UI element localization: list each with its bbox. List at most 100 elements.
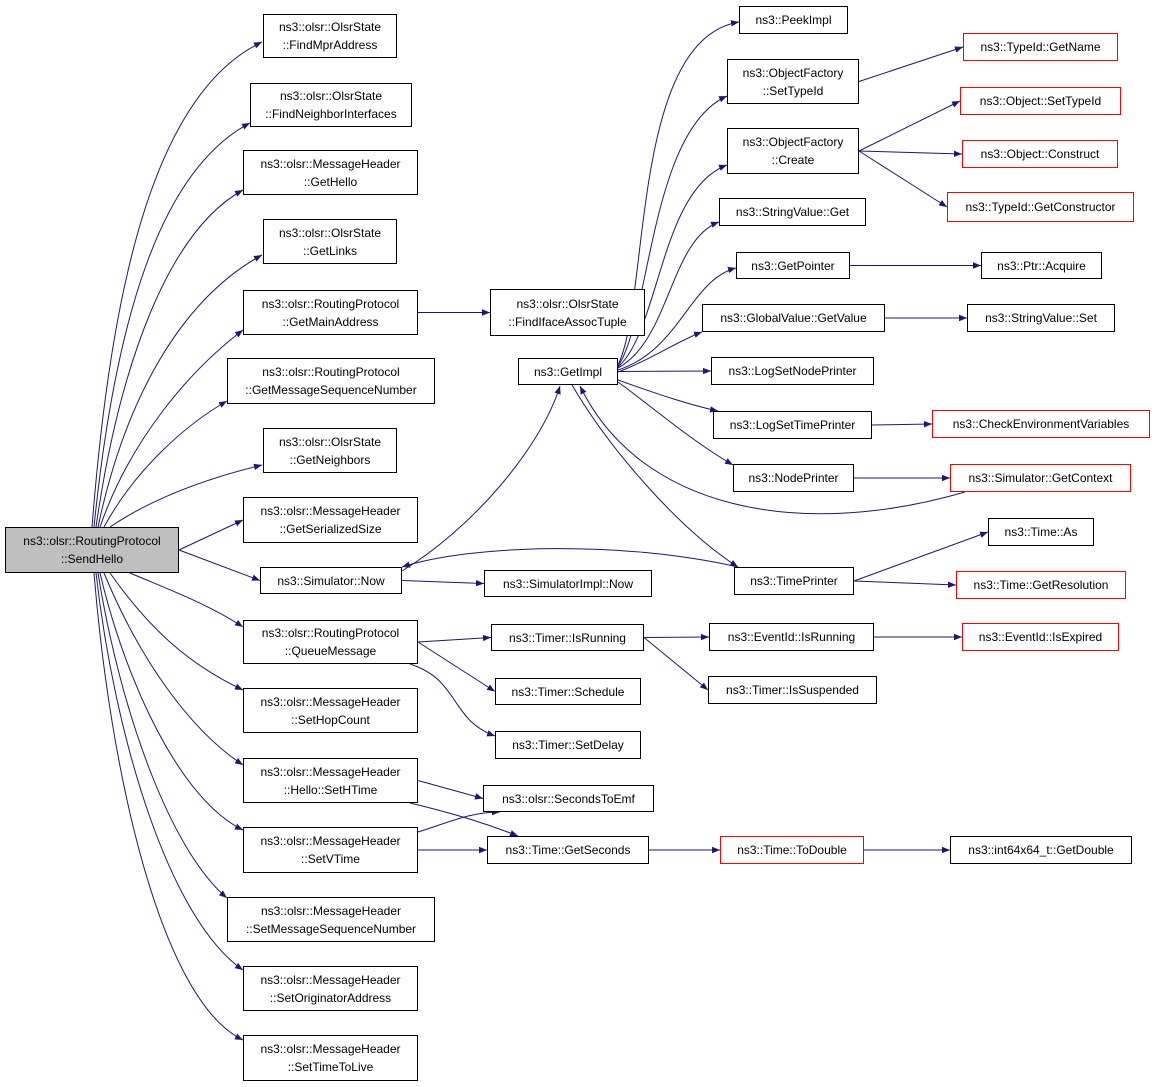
graph-node-queueMsg[interactable]: ns3::olsr::RoutingProtocol::QueueMessage bbox=[243, 620, 418, 664]
graph-node-checkEnv[interactable]: ns3::CheckEnvironmentVariables bbox=[932, 410, 1150, 438]
node-label-line: ns3::olsr::MessageHeader bbox=[260, 504, 401, 518]
graph-node-setTTL[interactable]: ns3::olsr::MessageHeader::SetTimeToLive bbox=[243, 1035, 418, 1081]
graph-node-logNodePrinter[interactable]: ns3::LogSetNodePrinter bbox=[711, 357, 874, 385]
graph-node-peekImpl[interactable]: ns3::PeekImpl bbox=[739, 6, 848, 34]
node-label-line: ns3::olsr::OlsrState bbox=[278, 20, 382, 34]
graph-node-ofCreate[interactable]: ns3::ObjectFactory::Create bbox=[727, 128, 859, 174]
graph-node-gvGetValue[interactable]: ns3::GlobalValue::GetValue bbox=[702, 304, 885, 332]
node-label-line: ns3::Object::Construct bbox=[980, 147, 1100, 161]
graph-node-getLinks[interactable]: ns3::olsr::OlsrState::GetLinks bbox=[263, 219, 397, 264]
edge-queueMsg-to-timerSetDelay bbox=[409, 663, 496, 737]
node-label-line: ns3::Time::GetResolution bbox=[973, 578, 1109, 592]
node-label-line: ::GetSerializedSize bbox=[279, 522, 382, 536]
graph-node-timerIsRunning[interactable]: ns3::Timer::IsRunning bbox=[491, 624, 644, 651]
edge-logTimePrinter-to-checkEnv bbox=[871, 420, 933, 428]
graph-node-secToEmf[interactable]: ns3::olsr::SecondsToEmf bbox=[483, 785, 654, 812]
edge-simGetContext-to-getImpl bbox=[579, 385, 966, 515]
graph-node-getNeighbors[interactable]: ns3::olsr::OlsrState::GetNeighbors bbox=[263, 428, 397, 473]
graph-node-eventIsRunning[interactable]: ns3::EventId::IsRunning bbox=[709, 623, 874, 651]
node-label-line: ::FindIfaceAssocTuple bbox=[508, 314, 627, 329]
node-label-line: ns3::Timer::IsSuspended bbox=[726, 683, 859, 697]
graph-node-simGetContext[interactable]: ns3::Simulator::GetContext bbox=[950, 464, 1131, 492]
graph-node-timerIsSuspended[interactable]: ns3::Timer::IsSuspended bbox=[708, 676, 877, 704]
node-label-line: ns3::EventId::IsRunning bbox=[727, 630, 856, 644]
node-label-line: ns3::CheckEnvironmentVariables bbox=[952, 417, 1130, 431]
node-label-line: ::SetHopCount bbox=[291, 712, 370, 727]
node-label-line: ::FindMprAddress bbox=[282, 38, 378, 52]
node-label-line: ns3::StringValue::Get bbox=[735, 205, 850, 219]
node-label-line: ns3::TypeId::GetConstructor bbox=[965, 200, 1116, 214]
edge-root-to-getHello bbox=[95, 189, 244, 528]
edge-getImpl-to-gvGetValue bbox=[617, 331, 703, 373]
edge-setHTime-to-secToEmf bbox=[417, 780, 484, 800]
graph-node-timeAs[interactable]: ns3::Time::As bbox=[988, 518, 1094, 546]
graph-node-setVTime[interactable]: ns3::olsr::MessageHeader::SetVTime bbox=[243, 827, 418, 873]
graph-node-setHop[interactable]: ns3::olsr::MessageHeader::SetHopCount bbox=[243, 688, 418, 733]
edge-root-to-setMsgSeq bbox=[97, 572, 228, 899]
node-label-line: ::Create bbox=[771, 153, 815, 167]
graph-node-getPointer[interactable]: ns3::GetPointer bbox=[736, 252, 850, 279]
edge-root-to-getMainAddr bbox=[99, 329, 244, 528]
graph-node-setOrig[interactable]: ns3::olsr::MessageHeader::SetOriginatorA… bbox=[243, 966, 418, 1011]
edge-getImpl-to-logNodePrinter bbox=[617, 367, 712, 375]
node-label-line: ns3::Timer::IsRunning bbox=[509, 630, 626, 645]
graph-node-timerSetDelay[interactable]: ns3::Timer::SetDelay bbox=[495, 731, 641, 759]
graph-node-svGet[interactable]: ns3::StringValue::Get bbox=[719, 198, 866, 226]
node-label-line: ::GetMainAddress bbox=[282, 314, 379, 329]
graph-node-timeGetSec[interactable]: ns3::Time::GetSeconds bbox=[487, 836, 649, 864]
graph-node-typeIdGetCtor[interactable]: ns3::TypeId::GetConstructor bbox=[947, 192, 1134, 222]
node-label-line: ns3::Timer::Schedule bbox=[511, 684, 625, 699]
node-label-line: ::FindNeighborInterfaces bbox=[265, 107, 397, 121]
edge-timerIsRunning-to-eventIsRunning bbox=[643, 633, 710, 641]
graph-node-timerSchedule[interactable]: ns3::Timer::Schedule bbox=[495, 678, 641, 705]
graph-node-int64GetDouble[interactable]: ns3::int64x64_t::GetDouble bbox=[950, 836, 1132, 864]
node-label-line: ::SetTimeToLive bbox=[287, 1060, 374, 1074]
node-label-line: ns3::TypeId::GetName bbox=[980, 40, 1101, 54]
node-label-line: ns3::GetImpl bbox=[533, 364, 603, 379]
graph-node-simImplNow[interactable]: ns3::SimulatorImpl::Now bbox=[484, 570, 652, 597]
node-label-line: ns3::olsr::RoutingProtocol bbox=[262, 365, 400, 379]
node-label-line: ns3::Ptr::Acquire bbox=[997, 258, 1086, 273]
graph-node-timeGetRes[interactable]: ns3::Time::GetResolution bbox=[956, 571, 1126, 599]
node-label-line: ::Hello::SetHTime bbox=[283, 782, 378, 797]
edge-getImpl-to-timePrinter bbox=[571, 384, 739, 568]
graph-node-getSerSize[interactable]: ns3::olsr::MessageHeader::GetSerializedS… bbox=[243, 497, 418, 543]
node-label-line: ::SetMessageSequenceNumber bbox=[245, 921, 417, 936]
node-label-line: ::SendHello bbox=[60, 552, 124, 566]
edge-root-to-simNow bbox=[178, 549, 261, 581]
graph-node-timeToDouble[interactable]: ns3::Time::ToDouble bbox=[720, 836, 864, 864]
graph-node-getMainAddr[interactable]: ns3::olsr::RoutingProtocol::GetMainAddre… bbox=[243, 290, 418, 335]
graph-node-timePrinter[interactable]: ns3::TimePrinter bbox=[734, 567, 854, 595]
graph-node-root[interactable]: ns3::olsr::RoutingProtocol::SendHello bbox=[5, 527, 179, 573]
graph-node-nodePrinter[interactable]: ns3::NodePrinter bbox=[733, 464, 854, 492]
graph-node-objConstruct[interactable]: ns3::Object::Construct bbox=[962, 140, 1118, 168]
graph-node-eventIsExpired[interactable]: ns3::EventId::IsExpired bbox=[962, 623, 1119, 651]
graph-node-setMsgSeq[interactable]: ns3::olsr::MessageHeader::SetMessageSequ… bbox=[227, 897, 435, 942]
graph-node-svSet[interactable]: ns3::StringValue::Set bbox=[967, 304, 1115, 332]
graph-node-logTimePrinter[interactable]: ns3::LogSetTimePrinter bbox=[713, 411, 872, 439]
graph-node-getMsgSeq[interactable]: ns3::olsr::RoutingProtocol::GetMessageSe… bbox=[227, 358, 435, 404]
graph-node-findIface[interactable]: ns3::olsr::OlsrState::FindIfaceAssocTupl… bbox=[490, 289, 645, 336]
graph-node-setHTime[interactable]: ns3::olsr::MessageHeader::Hello::SetHTim… bbox=[243, 758, 418, 803]
edge-queueMsg-to-timerIsRunning bbox=[417, 634, 492, 643]
node-label-line: ns3::olsr::MessageHeader bbox=[260, 764, 401, 779]
graph-node-ptrAcquire[interactable]: ns3::Ptr::Acquire bbox=[981, 252, 1102, 279]
graph-node-getHello[interactable]: ns3::olsr::MessageHeader::GetHello bbox=[243, 150, 418, 195]
node-label-line: ns3::olsr::MessageHeader bbox=[260, 903, 402, 918]
graph-node-getImpl[interactable]: ns3::GetImpl bbox=[518, 358, 618, 385]
edge-ofCreate-to-typeIdGetCtor bbox=[858, 150, 948, 208]
node-label-line: ns3::Simulator::GetContext bbox=[968, 471, 1113, 485]
node-label-line: ns3::olsr::OlsrState bbox=[278, 434, 382, 449]
edge-root-to-setTTL bbox=[93, 572, 244, 1041]
graph-node-findNeighIf[interactable]: ns3::olsr::OlsrState::FindNeighborInterf… bbox=[250, 83, 412, 127]
edge-getImpl-to-ofSetTypeId bbox=[617, 95, 728, 367]
node-label-line: ns3::NodePrinter bbox=[748, 471, 839, 485]
node-label-line: ::SetOriginatorAddress bbox=[269, 990, 392, 1005]
graph-node-findMpr[interactable]: ns3::olsr::OlsrState::FindMprAddress bbox=[263, 14, 397, 58]
graph-node-typeIdGetName[interactable]: ns3::TypeId::GetName bbox=[963, 33, 1118, 61]
graph-node-ofSetTypeId[interactable]: ns3::ObjectFactory::SetTypeId bbox=[727, 59, 859, 104]
graph-node-objSetTypeId[interactable]: ns3::Object::SetTypeId bbox=[960, 87, 1121, 115]
graph-node-simNow[interactable]: ns3::Simulator::Now bbox=[260, 567, 402, 594]
node-label-line: ::GetMessageSequenceNumber bbox=[245, 383, 417, 397]
